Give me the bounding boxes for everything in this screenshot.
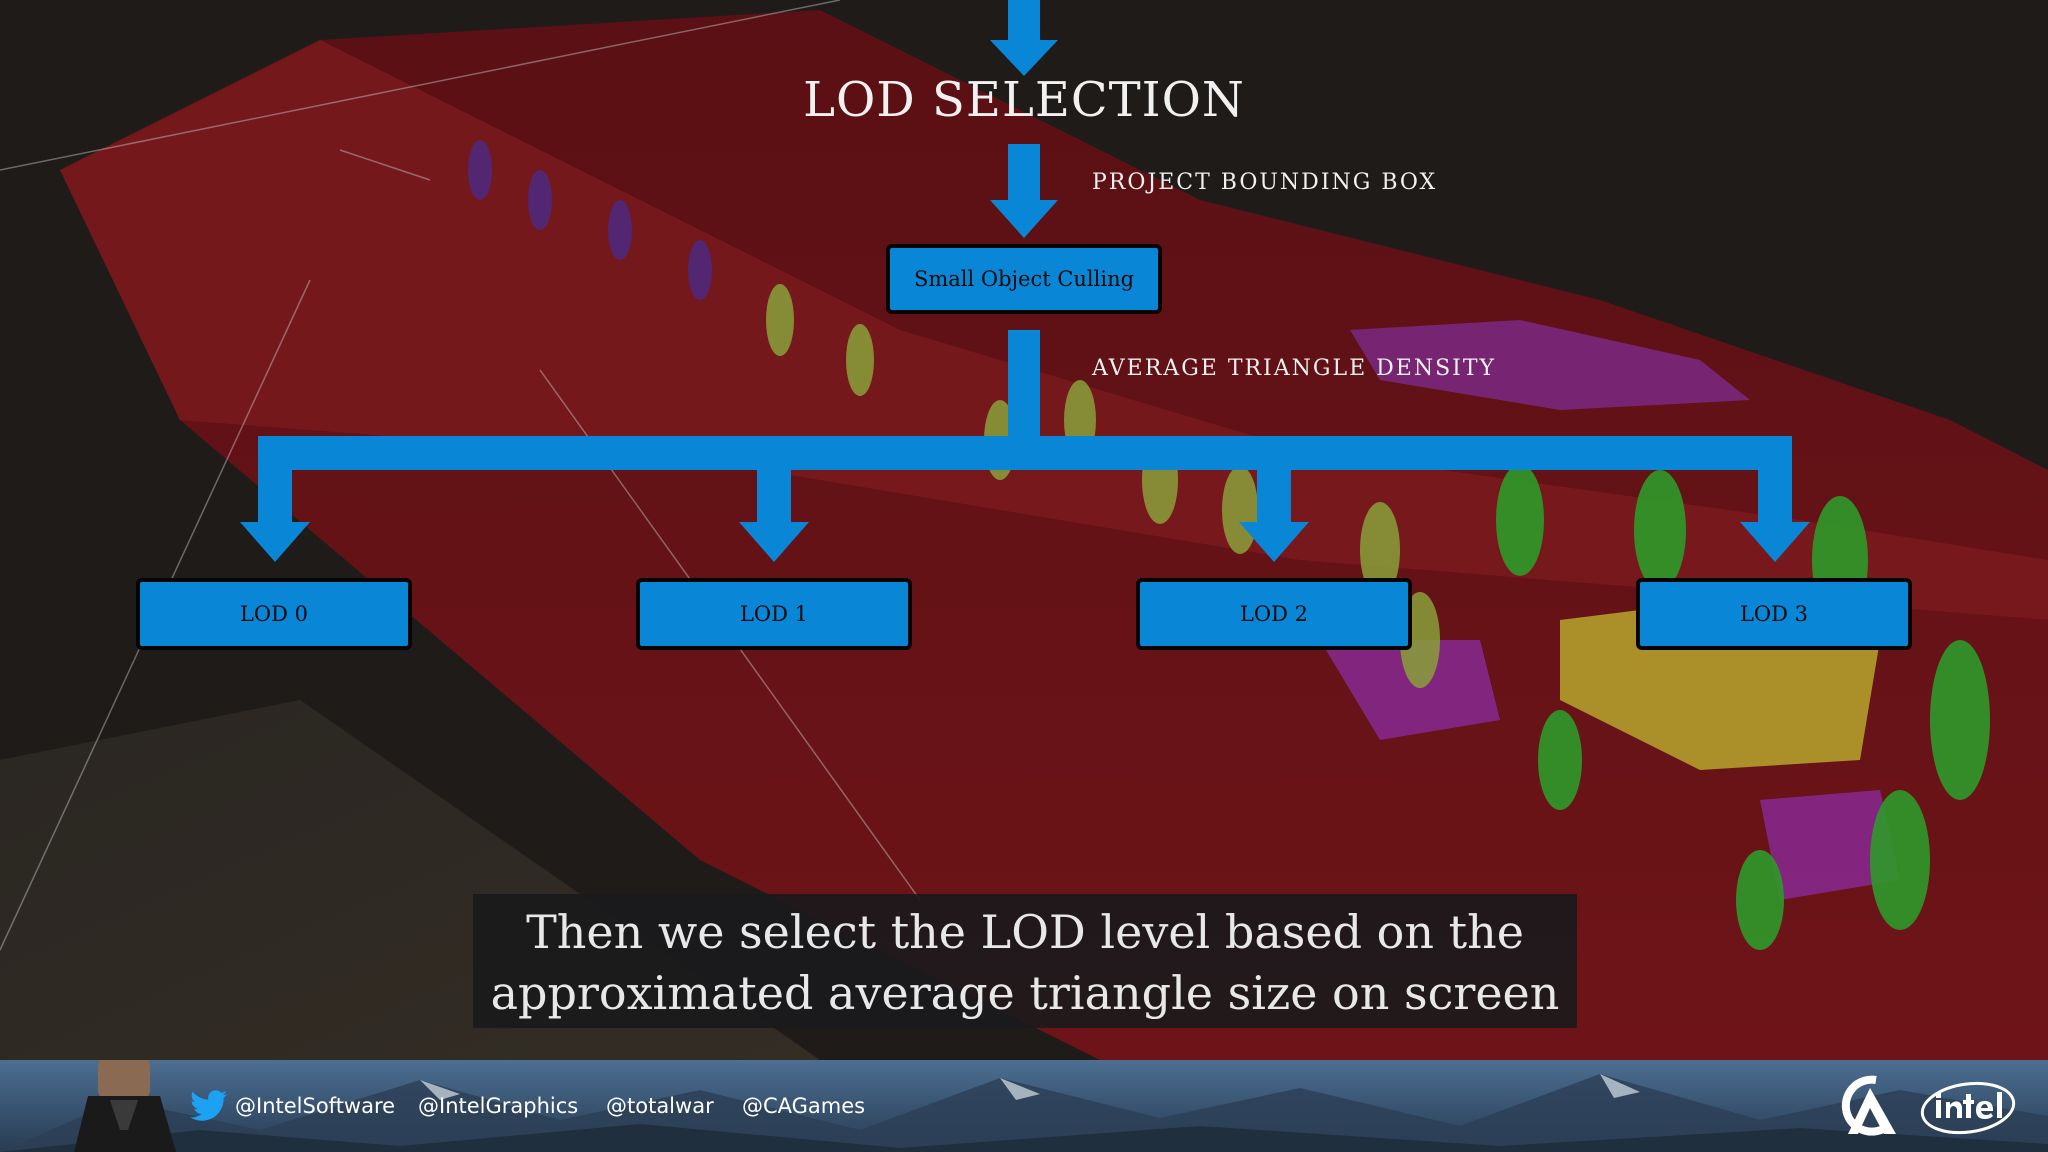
slide-title: LOD SELECTION <box>803 72 1245 128</box>
footer-handle-totalwar[interactable]: @totalwar <box>606 1094 714 1118</box>
general-character-avatar <box>74 1060 176 1152</box>
caption-subtitle: Then we select the LOD level based on th… <box>473 894 1577 1028</box>
creative-assembly-logo <box>1841 1075 1896 1136</box>
mountain-banner-background <box>0 1074 2048 1152</box>
lod-1-box: LOD 1 <box>636 578 912 650</box>
lod-0-box: LOD 0 <box>136 578 412 650</box>
step-label-project-bounding-box: PROJECT BOUNDING BOX <box>1092 170 1438 195</box>
footer-bar: @IntelSoftware @IntelGraphics @totalwar … <box>0 1060 2048 1152</box>
footer-handle-intel-software[interactable]: @IntelSoftware <box>235 1094 396 1118</box>
lod-3-box: LOD 3 <box>1636 578 1912 650</box>
twitter-bird-icon <box>190 1090 227 1121</box>
step-label-average-triangle-density: AVERAGE TRIANGLE DENSITY <box>1092 356 1497 381</box>
intel-logo <box>1920 1081 2016 1135</box>
footer-handle-intel-graphics[interactable]: @IntelGraphics <box>418 1094 579 1118</box>
caption-line-2: approximated average triangle size on sc… <box>490 966 1560 1020</box>
small-object-culling-box: Small Object Culling <box>886 244 1162 314</box>
lod-2-box: LOD 2 <box>1136 578 1412 650</box>
footer-handle-cagames[interactable]: @CAGames <box>742 1094 866 1118</box>
caption-line-1: Then we select the LOD level based on th… <box>526 905 1524 959</box>
